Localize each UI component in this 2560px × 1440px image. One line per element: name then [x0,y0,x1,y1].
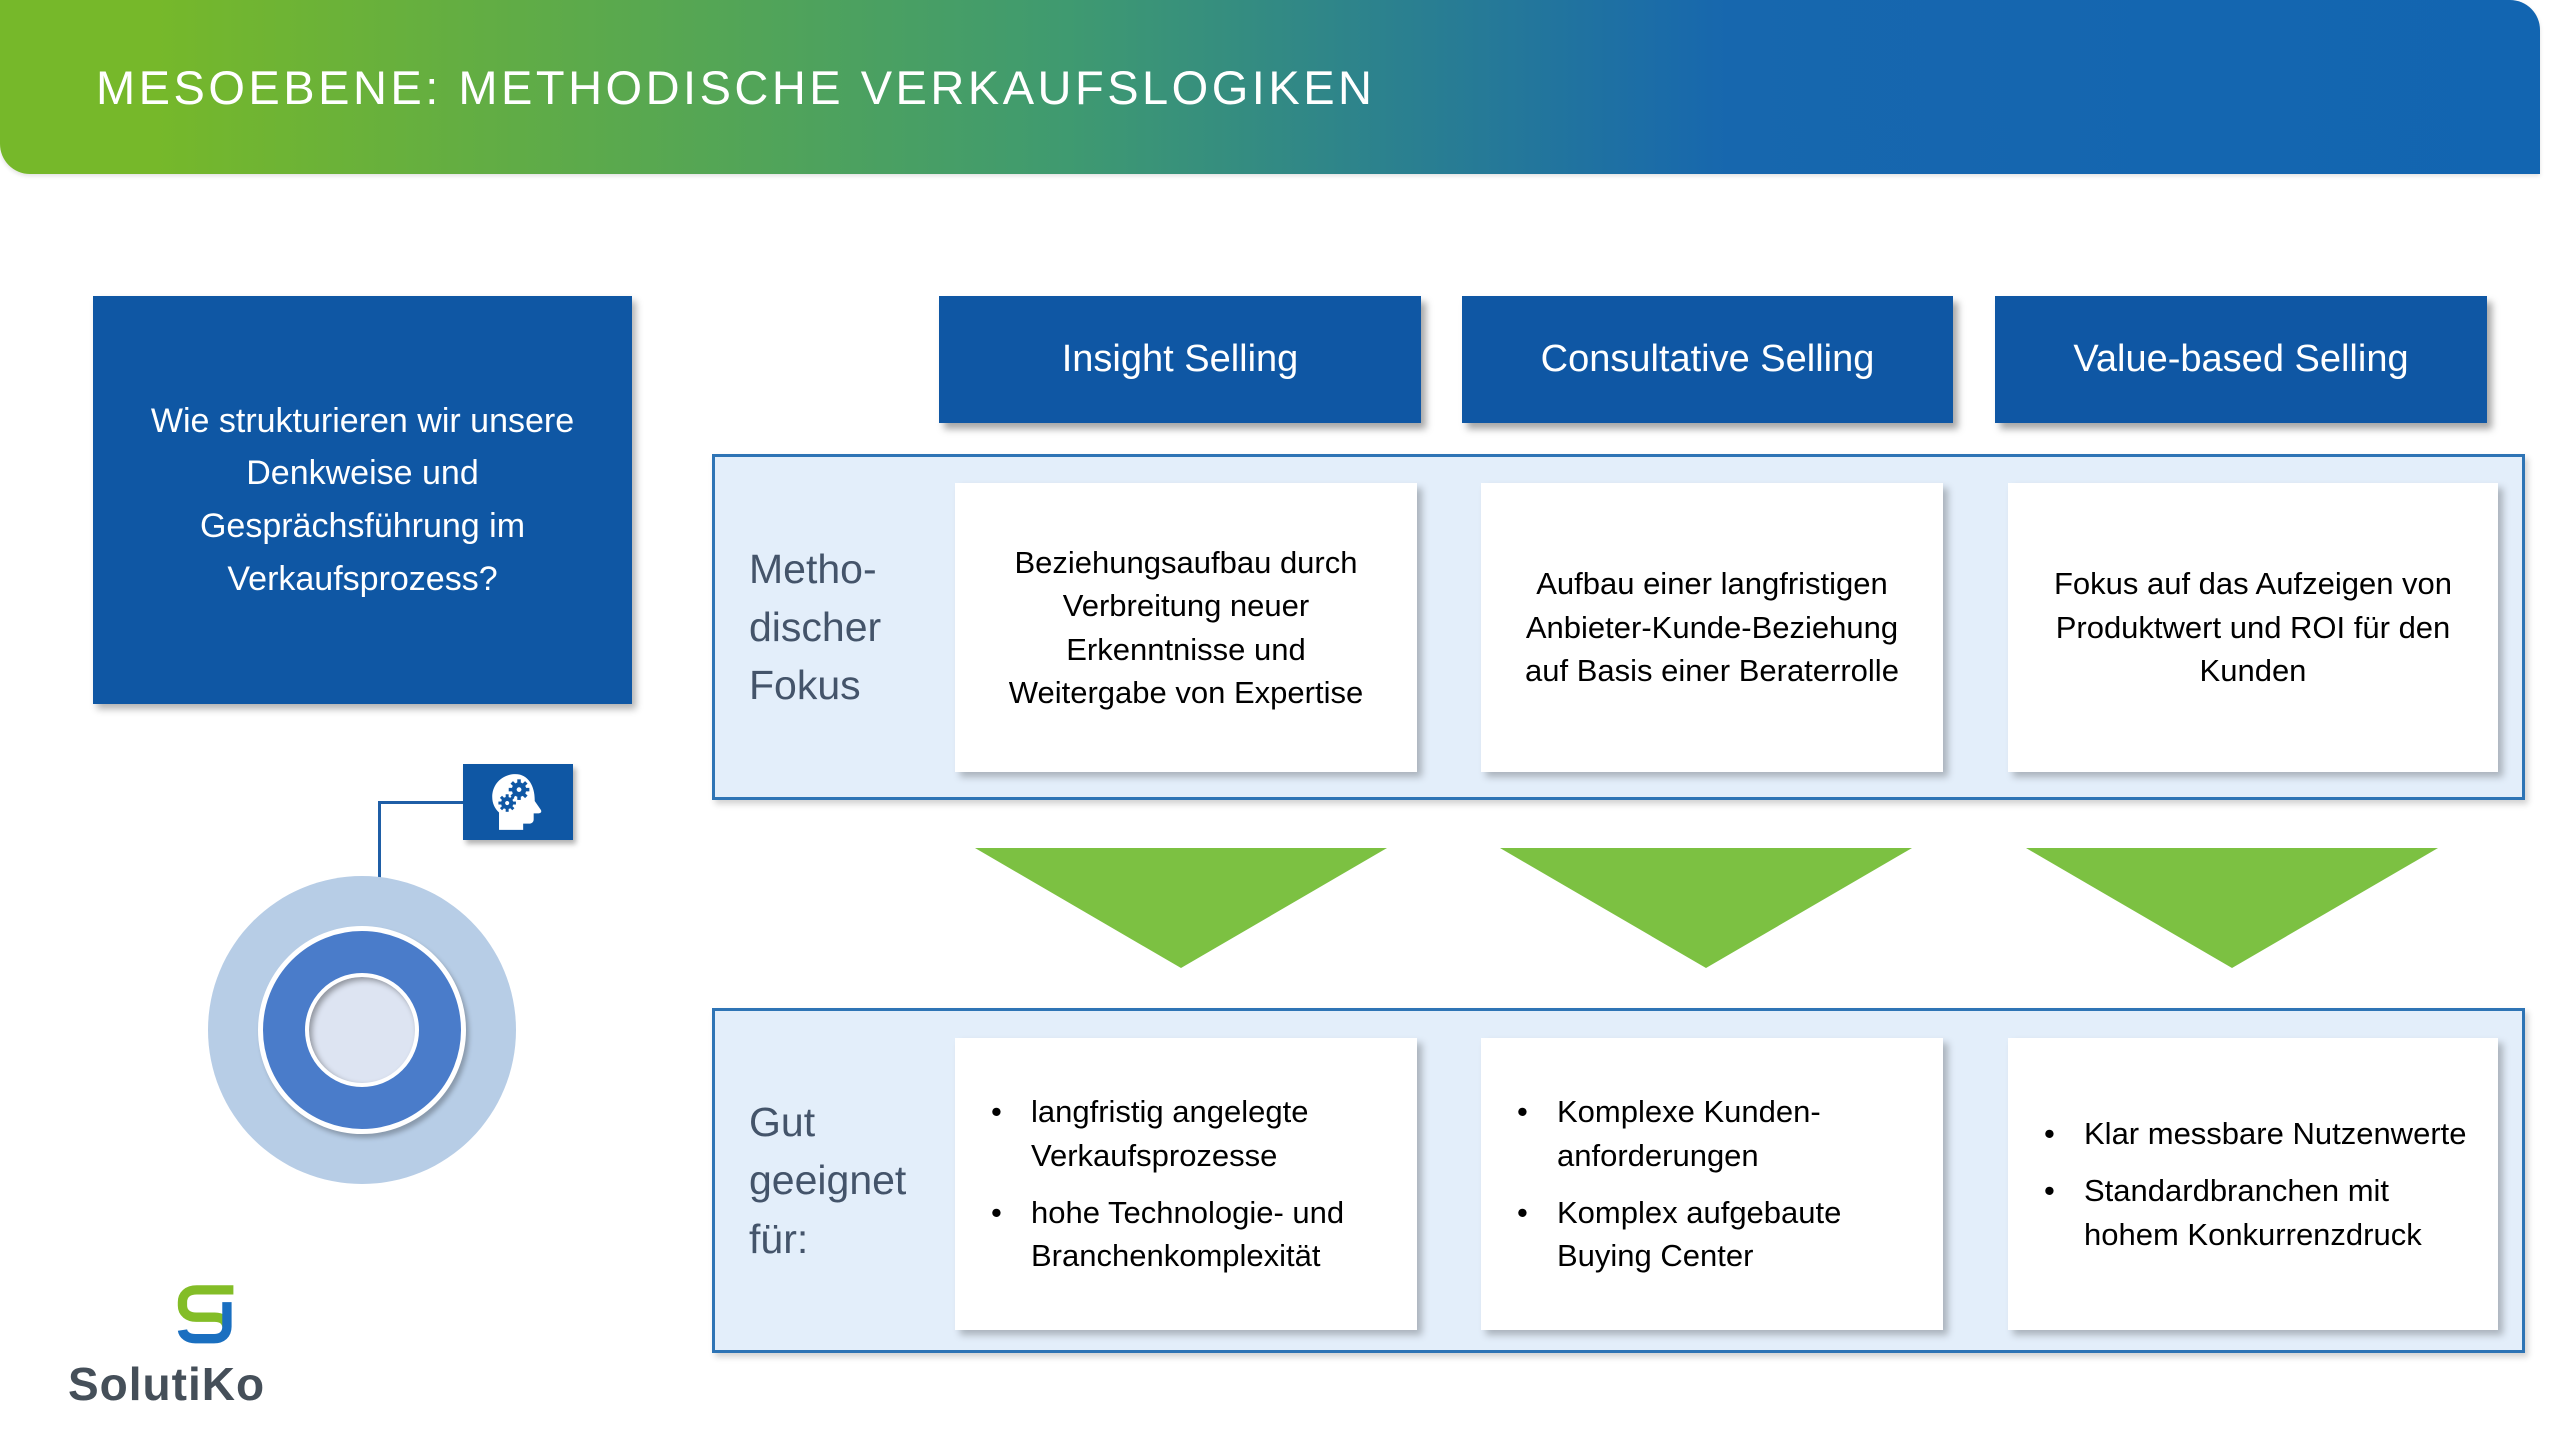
fokus-text: Beziehungsaufbau durch Verbreitung neuer… [1008,544,1364,710]
title-bar: MESOEBENE: METHODISCHE VERKAUFSLOGIKEN [0,0,2540,174]
row-panel-gut-geeignet: Gut geeignet für: langfristig angelegte … [712,1008,2525,1353]
column-header-insight-selling: Insight Selling [939,296,1421,423]
bullet-item: Komplexe Kunden- anforderungen [1505,1090,1919,1177]
column-header-label: Insight Selling [1061,338,1299,380]
bullet-item: langfristig angelegte Verkaufsprozesse [979,1090,1393,1177]
down-arrow-icon [2026,848,2438,968]
column-header-label: Value-based Selling [2073,338,2409,380]
company-logo: SolutiKo [64,1282,324,1411]
row-label-fokus: Metho- discher Fokus [749,545,882,709]
fokus-card-consultative: Aufbau einer langfristigen Anbieter-Kund… [1481,483,1943,772]
bullet-list: Komplexe Kunden- anforderungen Komplex a… [1505,1090,1919,1278]
connector-line-horizontal [378,801,466,804]
logo-wordmark: SolutiKo [68,1358,266,1410]
solutiko-s-icon [177,1285,234,1344]
row-panel-methodischer-fokus: Metho- discher Fokus Beziehungsaufbau du… [712,454,2525,800]
bullet-list: Klar messbare Nutzenwerte Standardbranch… [2032,1112,2474,1256]
down-arrow-icon [975,848,1387,968]
bullet-list: langfristig angelegte Verkaufsprozesse h… [979,1090,1393,1278]
bullet-item: Klar messbare Nutzenwerte [2032,1112,2474,1156]
down-arrow-icon [1500,848,1912,968]
column-header-consultative-selling: Consultative Selling [1462,296,1953,423]
fokus-text: Fokus auf das Aufzeigen von Produktwert … [2053,566,2453,689]
thinking-head-icon [463,764,573,840]
geeignet-card-insight: langfristig angelegte Verkaufsprozesse h… [955,1038,1417,1330]
geeignet-card-value-based: Klar messbare Nutzenwerte Standardbranch… [2008,1038,2498,1330]
column-header-label: Consultative Selling [1540,338,1875,380]
bullet-item: Standardbranchen mit hohem Konkurrenzdru… [2032,1169,2474,1256]
question-text: Wie strukturieren wir unsere Denkweise u… [150,401,575,598]
fokus-card-insight: Beziehungsaufbau durch Verbreitung neuer… [955,483,1417,772]
question-box: Wie strukturieren wir unsere Denkweise u… [93,296,632,704]
row-label-geeignet: Gut geeignet für: [749,1099,907,1262]
fokus-card-value-based: Fokus auf das Aufzeigen von Produktwert … [2008,483,2498,772]
fokus-text: Aufbau einer langfristigen Anbieter-Kund… [1525,566,1899,689]
bullet-item: Komplex aufgebaute Buying Center [1505,1191,1919,1278]
column-header-value-based-selling: Value-based Selling [1995,296,2487,423]
inner-circle [305,973,419,1087]
page-title: MESOEBENE: METHODISCHE VERKAUFSLOGIKEN [96,60,1376,114]
connector-line-vertical [378,802,381,943]
geeignet-card-consultative: Komplexe Kunden- anforderungen Komplex a… [1481,1038,1943,1330]
bullet-item: hohe Technologie- und Branchenkomplexitä… [979,1191,1393,1278]
